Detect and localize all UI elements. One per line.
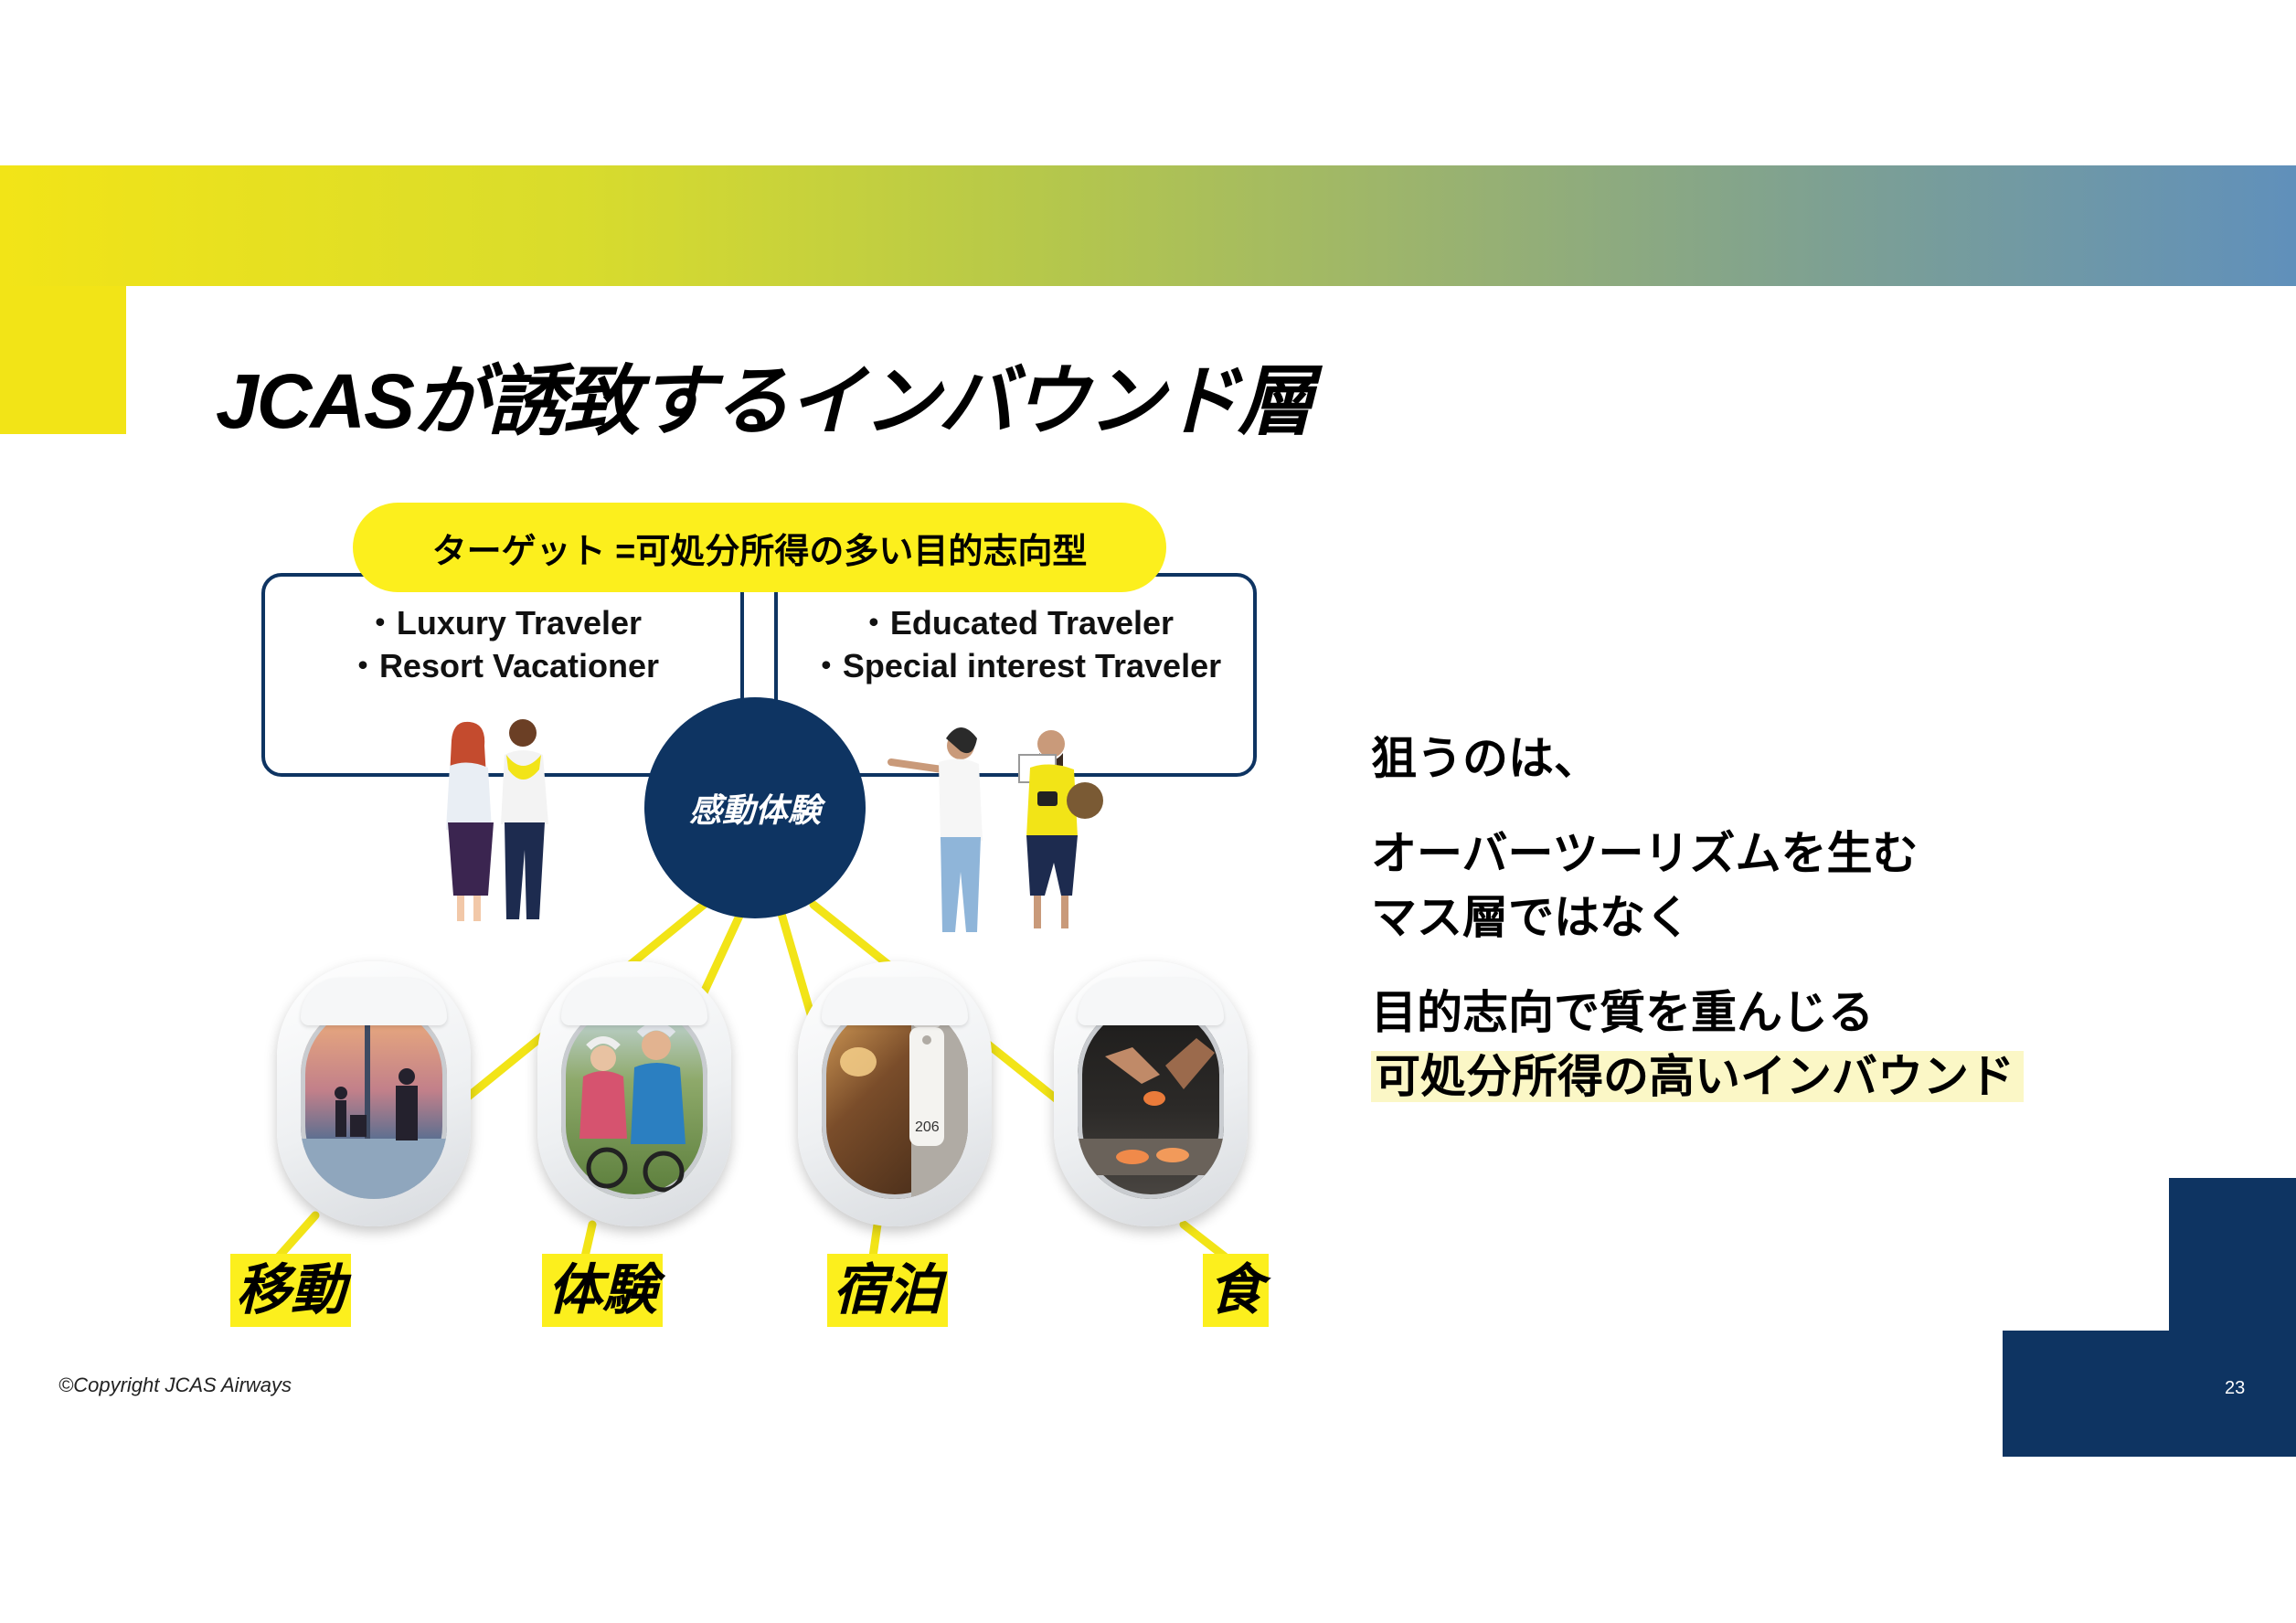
connector-stay [777,909,818,1028]
traveler-type-special-interest: ・Special interest Traveler [809,647,1222,684]
food-photo [1078,1002,1224,1199]
message-line-1: 狙うのは、 [1371,733,1600,784]
category-stay: 宿泊 [827,1254,948,1327]
corner-block-top [2169,1178,2296,1333]
move-photo [301,1002,447,1199]
room-tag-number: 206 [915,1119,940,1135]
category-food: 食 [1203,1254,1269,1327]
corner-block-bottom [2003,1331,2296,1457]
window-food [1054,961,1248,1226]
luxury-couple-illustration [446,719,548,921]
stay-photo: 206 [822,1002,968,1199]
copyright-text: ©Copyright JCAS Airways [58,1374,292,1396]
traveler-type-luxury: ・Luxury Traveler [363,604,643,642]
target-pill: ターゲット =可処分所得の多い目的志向型 [353,503,1166,592]
connector-label-experience [580,1220,597,1261]
header-yellow-tab [0,286,126,434]
connector-label-food [1179,1220,1229,1261]
message-line-3: マス層ではなく [1371,892,1691,943]
traveler-type-educated: ・Educated Traveler [856,604,1175,642]
window-move [277,961,471,1226]
window-stay: 206 [798,961,992,1226]
page-number: 23 [2225,1378,2246,1398]
window-experience [537,961,731,1226]
message-line-2: オーバーツーリズムを生む [1371,828,1919,879]
educated-couple-illustration [888,727,1103,932]
connector-label-stay [868,1220,882,1261]
key-message: 狙うのは、 オーバーツーリズムを生む マス層ではなく 目的志向で質を重んじる 可… [1371,727,2024,1140]
message-line-4: 目的志向で質を重んじる [1371,987,1874,1038]
category-move: 移動 [230,1254,351,1327]
inbound-diagram: ・Luxury Traveler ・Resort Vacationer ・Edu… [0,0,1298,1371]
traveler-type-resort: ・Resort Vacationer [345,647,660,684]
hub-emotional-experience: 感動体験 [644,697,866,918]
slide-title: JCASが誘致するインバウンド層 [216,358,1314,444]
experience-photo [561,1002,707,1199]
message-highlight: 可処分所得の高いインバウンド [1371,1051,2024,1102]
category-experience: 体験 [542,1254,663,1327]
connector-label-move [274,1211,320,1261]
header-gradient-band [0,165,2296,286]
